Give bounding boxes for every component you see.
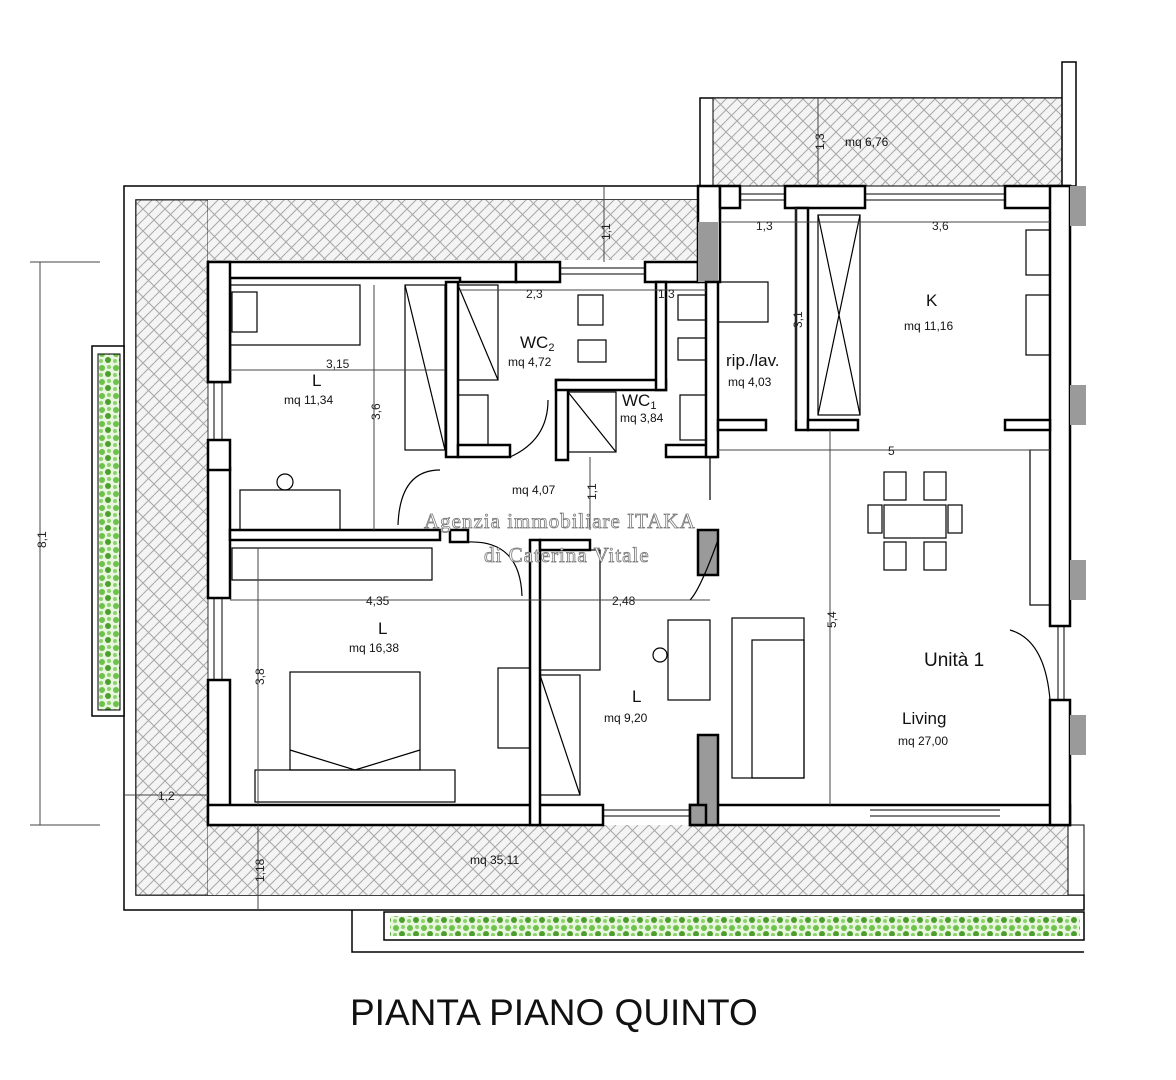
dimension-lines bbox=[30, 98, 1050, 910]
dim-1-2: 1,2 bbox=[158, 789, 175, 803]
wc2-area: mq 4,72 bbox=[508, 355, 552, 369]
wc1-name-text: WC bbox=[622, 391, 650, 410]
dim-3-6-v: 3,6 bbox=[369, 403, 383, 420]
dim-3-6: 3,6 bbox=[932, 219, 949, 233]
page-title: PIANTA PIANO QUINTO bbox=[350, 992, 758, 1033]
rip-name: rip./lav. bbox=[726, 351, 780, 370]
wc1-sub: 1 bbox=[650, 400, 656, 412]
dim-2-48: 2,48 bbox=[612, 594, 636, 608]
dim-5: 5 bbox=[888, 444, 895, 458]
room-labels: mq 6,76 K mq 11,16 WC2 mq 4,72 WC1 mq 3,… bbox=[284, 135, 984, 867]
dim-1-1-b: 1,1 bbox=[585, 483, 599, 500]
windows bbox=[213, 193, 1065, 817]
terrace-main-area: mq 35,11 bbox=[470, 853, 519, 867]
unit-label: Unità 1 bbox=[924, 650, 984, 671]
dim-4-35: 4,35 bbox=[366, 594, 390, 608]
dim-2-3: 2,3 bbox=[526, 287, 543, 301]
terrace-main bbox=[123, 185, 1085, 911]
bed3-area: mq 9,20 bbox=[604, 711, 648, 725]
bed3-name: L bbox=[632, 687, 641, 706]
bed1-area: mq 11,34 bbox=[284, 393, 333, 407]
watermark: Agenzia immobiliare ITAKA di Caterina Vi… bbox=[424, 509, 696, 568]
living-name: Living bbox=[902, 709, 946, 728]
dim-1-18: 1,18 bbox=[253, 858, 267, 882]
living-area: mq 27,00 bbox=[898, 734, 948, 748]
bed2-area: mq 16,38 bbox=[349, 641, 399, 655]
planter-bottom-frame bbox=[351, 910, 1084, 953]
bed1-name: L bbox=[312, 371, 321, 390]
dim-1-1-a: 1,1 bbox=[599, 223, 613, 240]
dim-3-15: 3,15 bbox=[326, 357, 350, 371]
dim-1-3-top: 1,3 bbox=[813, 133, 827, 150]
exterior-walls bbox=[206, 184, 1086, 827]
wc2-name-text: WC bbox=[520, 333, 548, 352]
bed2-name: L bbox=[378, 619, 387, 638]
dimension-labels: 1,3 1,3 3,6 1,1 2,3 1,3 3,1 3,15 3,6 5 1… bbox=[35, 133, 949, 882]
dim-3-8: 3,8 bbox=[253, 668, 267, 685]
rip-area: mq 4,03 bbox=[728, 375, 772, 389]
planter-bottom-inner bbox=[390, 916, 1080, 936]
dim-3-1: 3,1 bbox=[791, 311, 805, 328]
watermark-line1: Agenzia immobiliare ITAKA bbox=[424, 509, 696, 533]
wc2-name: WC2 bbox=[520, 333, 554, 354]
terrace-top bbox=[699, 61, 1077, 187]
wc1-name: WC1 bbox=[622, 391, 656, 412]
door-arcs bbox=[397, 399, 1051, 701]
kitchen-name: K bbox=[926, 291, 938, 310]
kitchen-area: mq 11,16 bbox=[904, 319, 953, 333]
dim-5-4: 5,4 bbox=[825, 611, 839, 628]
furniture bbox=[229, 214, 1051, 803]
planter-left-inner bbox=[97, 353, 121, 711]
watermark-line2: di Caterina Vitale bbox=[484, 543, 650, 567]
dim-8-1: 8,1 bbox=[35, 531, 49, 548]
dim-1-3-a: 1,3 bbox=[756, 219, 773, 233]
hall-area: mq 4,07 bbox=[512, 483, 556, 497]
wc2-sub: 2 bbox=[548, 342, 554, 354]
dim-1-3-b: 1,3 bbox=[658, 287, 675, 301]
wc1-area: mq 3,84 bbox=[620, 411, 664, 425]
terrace-top-area: mq 6,76 bbox=[845, 135, 889, 149]
